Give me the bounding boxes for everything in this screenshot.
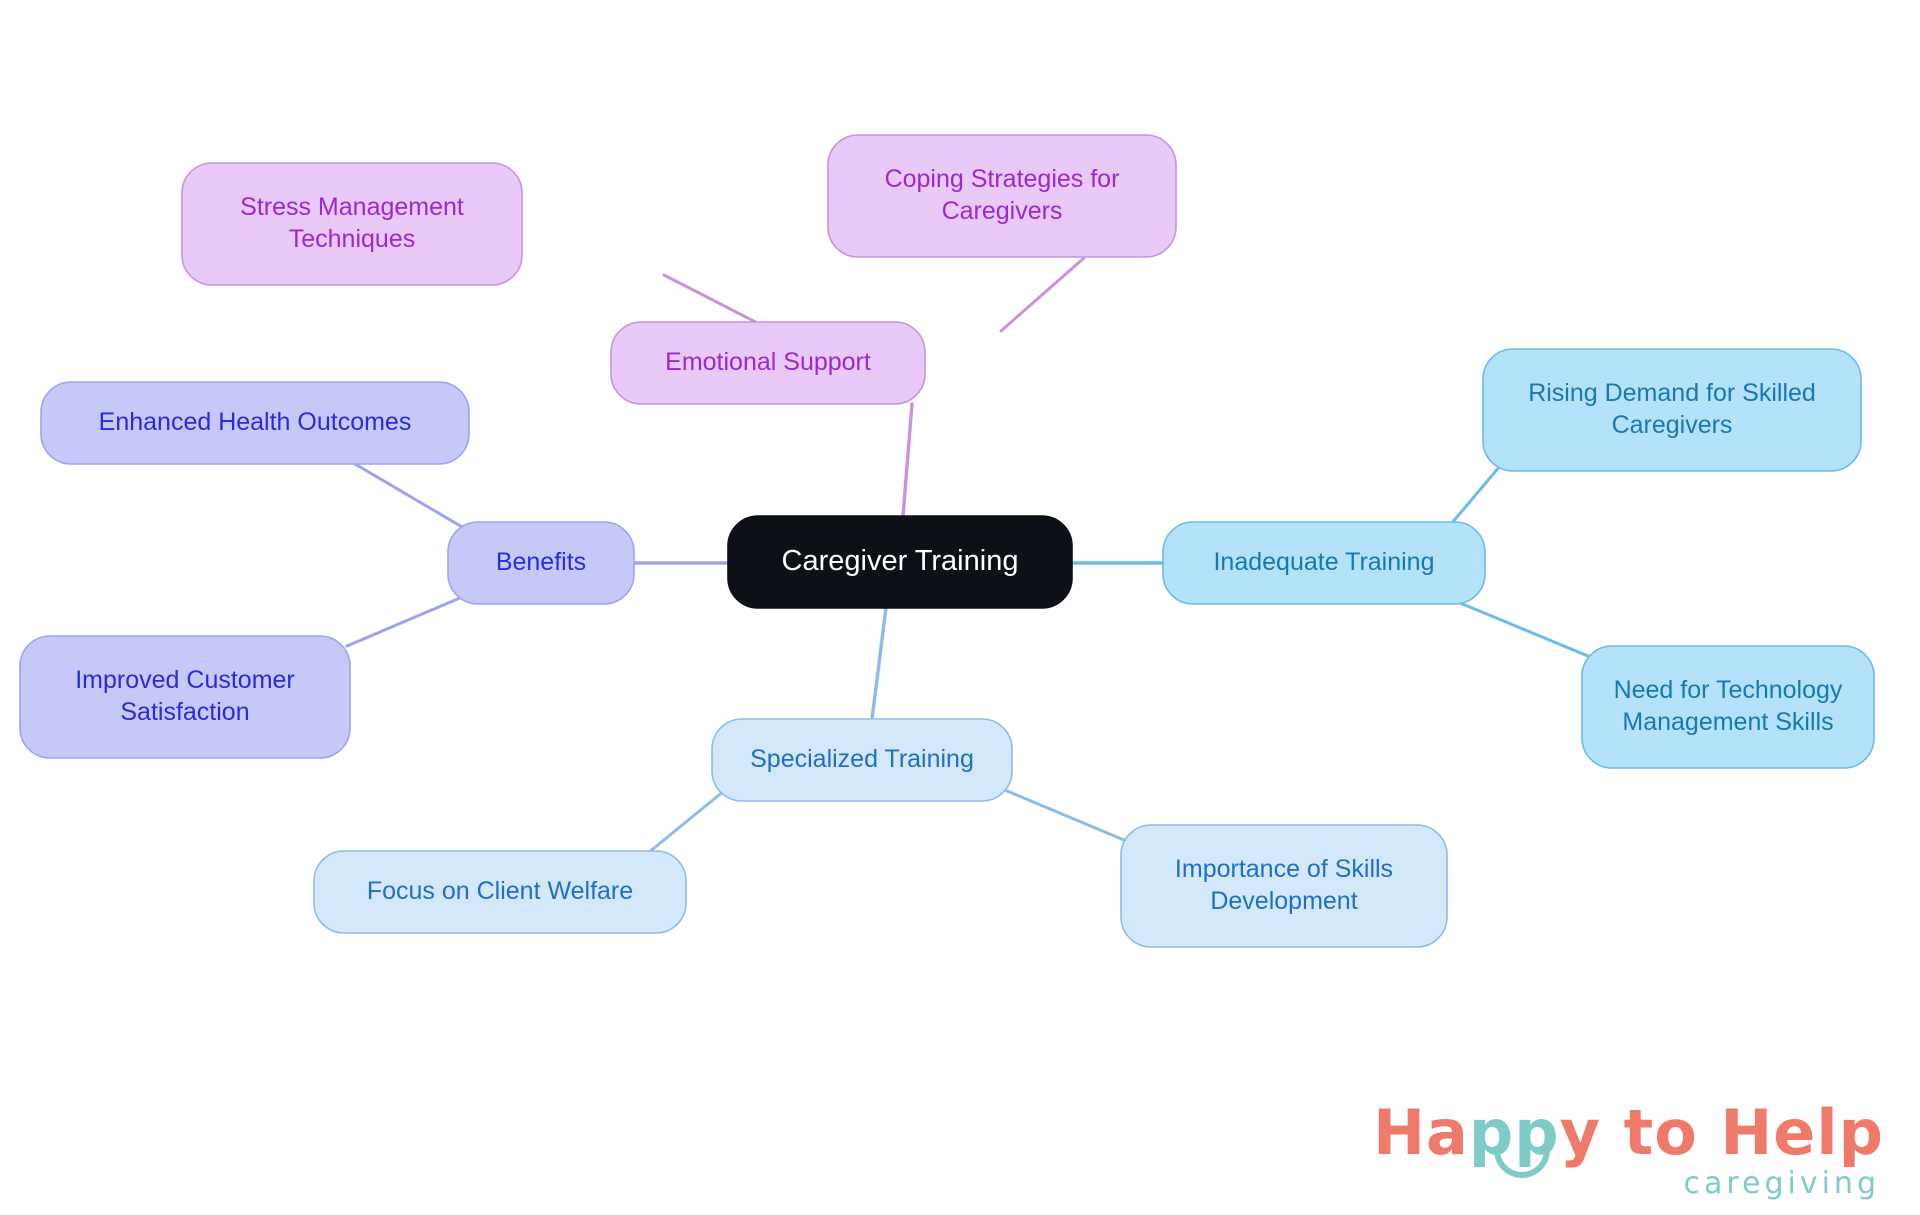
node-box-enhanced-health-outcomes[interactable] bbox=[40, 381, 470, 465]
nodes-layer: Caregiver Training Emotional Support Stres… bbox=[19, 134, 1875, 948]
logo-tagline: caregiving bbox=[1683, 1166, 1880, 1201]
node-inadequate-training[interactable]: Inadequate Training bbox=[1162, 521, 1486, 605]
node-label-specialized-training: Specialized Training bbox=[750, 745, 974, 773]
edge-specialized-importance bbox=[998, 786, 1126, 842]
node-box-inadequate-training[interactable] bbox=[1162, 521, 1486, 605]
edge-inadequate-technology bbox=[1446, 596, 1590, 658]
smile-arc-icon bbox=[1494, 1146, 1551, 1178]
node-box-need-for-technology-management-skills[interactable] bbox=[1581, 645, 1875, 769]
node-label-enhanced-health-outcomes: Enhanced Health Outcomes bbox=[99, 408, 412, 436]
node-enhanced-health-outcomes[interactable]: Enhanced Health Outcomes bbox=[40, 381, 470, 465]
logo-text-y: y bbox=[1559, 1096, 1602, 1169]
node-root[interactable]: Caregiver Training bbox=[727, 515, 1073, 609]
logo-wordmark: Happy to Help bbox=[1373, 1102, 1884, 1178]
node-box-benefits[interactable] bbox=[447, 521, 635, 605]
node-benefits[interactable]: Benefits bbox=[447, 521, 635, 605]
node-box-importance-of-skills-development[interactable] bbox=[1120, 824, 1448, 948]
brand-logo: Happy to Help caregiving bbox=[1373, 1102, 1884, 1202]
node-box-rising-demand-for-skilled-caregivers[interactable] bbox=[1482, 348, 1862, 472]
edge-benefits-enhanced bbox=[353, 462, 476, 536]
node-label-inadequate-training: Inadequate Training bbox=[1213, 548, 1434, 576]
node-box-root[interactable] bbox=[727, 515, 1073, 609]
node-box-stress-management-techniques[interactable] bbox=[181, 162, 523, 286]
edge-root-specialized bbox=[870, 606, 888, 721]
logo-text-to-help: to Help bbox=[1601, 1096, 1884, 1169]
node-box-focus-on-client-welfare[interactable] bbox=[313, 850, 687, 934]
node-specialized-training[interactable]: Specialized Training bbox=[711, 718, 1013, 802]
edge-benefits-improved bbox=[345, 590, 476, 648]
node-label-focus-on-client-welfare: Focus on Client Welfare bbox=[367, 877, 633, 905]
logo-text-ha: Ha bbox=[1373, 1096, 1469, 1169]
node-box-improved-customer-satisfaction[interactable] bbox=[19, 635, 351, 759]
node-box-specialized-training[interactable] bbox=[711, 718, 1013, 802]
node-box-coping-strategies-for-caregivers[interactable] bbox=[827, 134, 1177, 258]
node-label-benefits: Benefits bbox=[496, 548, 586, 576]
node-emotional-support[interactable]: Emotional Support bbox=[610, 321, 926, 405]
node-box-emotional-support[interactable] bbox=[610, 321, 926, 405]
node-label-emotional-support: Emotional Support bbox=[665, 348, 871, 376]
edge-specialized-focus bbox=[646, 784, 732, 855]
edge-root-emotional-support bbox=[901, 402, 914, 518]
edge-emotional-coping bbox=[999, 256, 1086, 333]
node-focus-on-client-welfare[interactable]: Focus on Client Welfare bbox=[313, 850, 687, 934]
node-label-root: Caregiver Training bbox=[782, 545, 1019, 577]
